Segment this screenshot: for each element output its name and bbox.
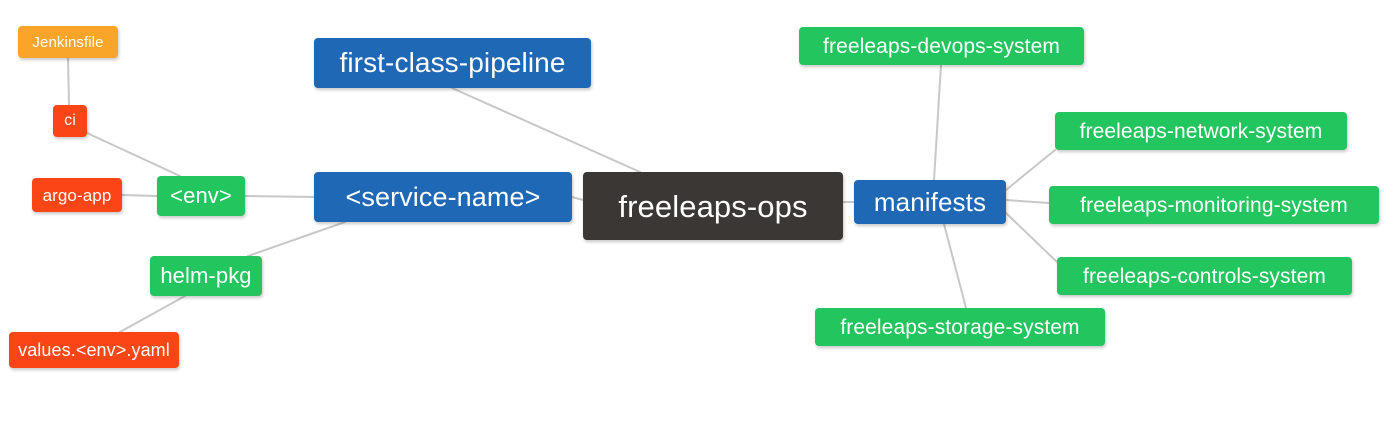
node-env[interactable]: <env>: [157, 176, 245, 216]
edge-manifests-to-freeleaps-storage-system: [943, 223, 967, 309]
node-freeleaps-devops-system[interactable]: freeleaps-devops-system: [799, 27, 1084, 65]
edge-manifests-to-freeleaps-devops-system: [933, 64, 942, 181]
node-ci[interactable]: ci: [53, 105, 87, 137]
node-freeleaps-storage-system[interactable]: freeleaps-storage-system: [815, 308, 1105, 346]
node-jenkinsfile[interactable]: Jenkinsfile: [18, 26, 118, 58]
edge-jenkinsfile-to-ci: [67, 57, 70, 106]
node-freeleaps-monitoring-system[interactable]: freeleaps-monitoring-system: [1049, 186, 1379, 224]
edge-values-env-yaml-to-helm-pkg: [119, 295, 186, 333]
edge-argo-app-to-env: [121, 194, 158, 197]
node-manifests[interactable]: manifests: [854, 180, 1006, 224]
node-first-class-pipeline[interactable]: first-class-pipeline: [314, 38, 591, 88]
node-freeleaps-ops[interactable]: freeleaps-ops: [583, 172, 843, 240]
edge-ci-to-env: [86, 132, 181, 177]
node-helm-pkg[interactable]: helm-pkg: [150, 256, 262, 296]
edge-service-name-to-freeleaps-ops: [571, 196, 584, 201]
edge-manifests-to-freeleaps-network-system: [1005, 149, 1056, 191]
node-freeleaps-network-system[interactable]: freeleaps-network-system: [1055, 112, 1347, 150]
edge-env-to-service-name: [244, 195, 315, 198]
node-freeleaps-controls-system[interactable]: freeleaps-controls-system: [1057, 257, 1352, 295]
node-argo-app[interactable]: argo-app: [32, 178, 122, 212]
edge-helm-pkg-to-service-name: [247, 221, 346, 257]
node-values-env-yaml[interactable]: values.<env>.yaml: [9, 332, 179, 368]
edge-manifests-to-freeleaps-monitoring-system: [1005, 199, 1050, 204]
edge-first-class-pipeline-to-freeleaps-ops: [451, 87, 641, 173]
node-service-name[interactable]: <service-name>: [314, 172, 572, 222]
